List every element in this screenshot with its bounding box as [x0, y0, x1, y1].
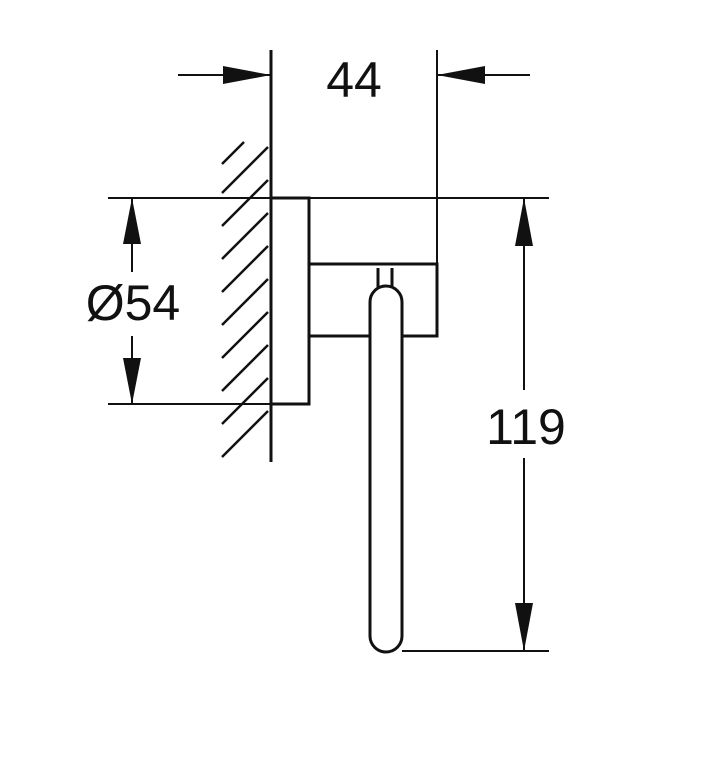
dimension-height-label: 119: [486, 399, 566, 455]
rosette: [271, 196, 311, 406]
dimension-diameter-label: Ø54: [86, 275, 181, 331]
dimension-depth-label: 44: [326, 52, 382, 108]
dimension-depth: 44: [178, 52, 530, 108]
wall-hatching: [221, 141, 269, 458]
dimension-diameter: Ø54: [86, 198, 181, 404]
hook-bar: [368, 284, 404, 654]
dimension-height: 119: [486, 198, 566, 651]
